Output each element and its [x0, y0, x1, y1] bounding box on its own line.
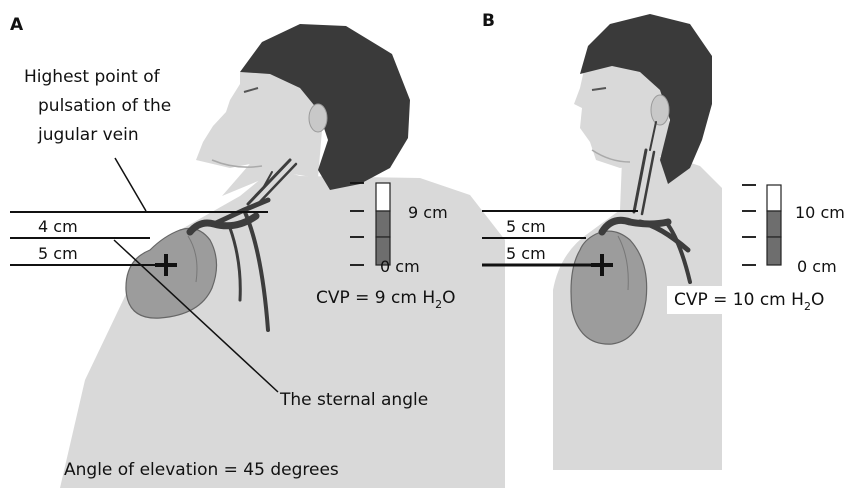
panel-a-callout-jugular-line	[115, 158, 146, 211]
panel-b-cvp-suffix: O	[811, 290, 824, 310]
panel-a-jugular-label-line-3: jugular vein	[37, 125, 139, 145]
panel-a-cvp-subscript: 2	[435, 298, 442, 311]
panel-a-scale-top-label: 9 cm	[408, 203, 448, 222]
panel-b-scale-ticks	[742, 185, 756, 265]
panel-a-measure-2: 5 cm	[38, 244, 78, 263]
panel-b-scale-fill-upper	[767, 211, 781, 237]
panel-a-ear	[309, 104, 327, 132]
panel-a-cvp-prefix: CVP = 9 cm H	[316, 288, 435, 308]
panel-a-scale-fill-upper	[376, 211, 390, 237]
panel-b-cvp-readout: CVP = 10 cm H2O	[674, 290, 824, 313]
panel-a-jugular-label-line-1: Highest point of	[24, 67, 161, 87]
panel-b: B 5	[482, 11, 857, 470]
panel-a-measure-1: 4 cm	[38, 217, 78, 236]
panel-b-heart	[571, 231, 647, 344]
panel-a-scale-bottom-label: 0 cm	[380, 257, 420, 276]
panel-a-sternal-label: The sternal angle	[279, 390, 428, 410]
panel-b-scale-top-label: 10 cm	[795, 203, 845, 222]
panel-b-ear	[651, 95, 669, 125]
panel-b-cvp-subscript: 2	[804, 300, 811, 313]
panel-a-jugular-label-line-2: pulsation of the	[38, 96, 171, 116]
panel-b-scale-empty	[767, 185, 781, 211]
panel-a-cvp-suffix: O	[442, 288, 455, 308]
panel-a-scale-empty	[376, 183, 390, 211]
panel-b-scale: 10 cm 0 cm	[742, 185, 845, 276]
panel-b-scale-fill-lower	[767, 237, 781, 265]
panel-a-angle-caption: Angle of elevation = 45 degrees	[64, 460, 339, 480]
panel-a-label: A	[10, 15, 24, 35]
panel-b-scale-bottom-label: 0 cm	[797, 257, 837, 276]
panel-b-measure-1: 5 cm	[506, 217, 546, 236]
panel-a: A	[10, 15, 505, 488]
panel-a-cvp-readout: CVP = 9 cm H2O	[316, 288, 456, 311]
panel-b-measure-2: 5 cm	[506, 244, 546, 263]
panel-b-cvp-prefix: CVP = 10 cm H	[674, 290, 804, 310]
panel-b-label: B	[482, 11, 495, 31]
